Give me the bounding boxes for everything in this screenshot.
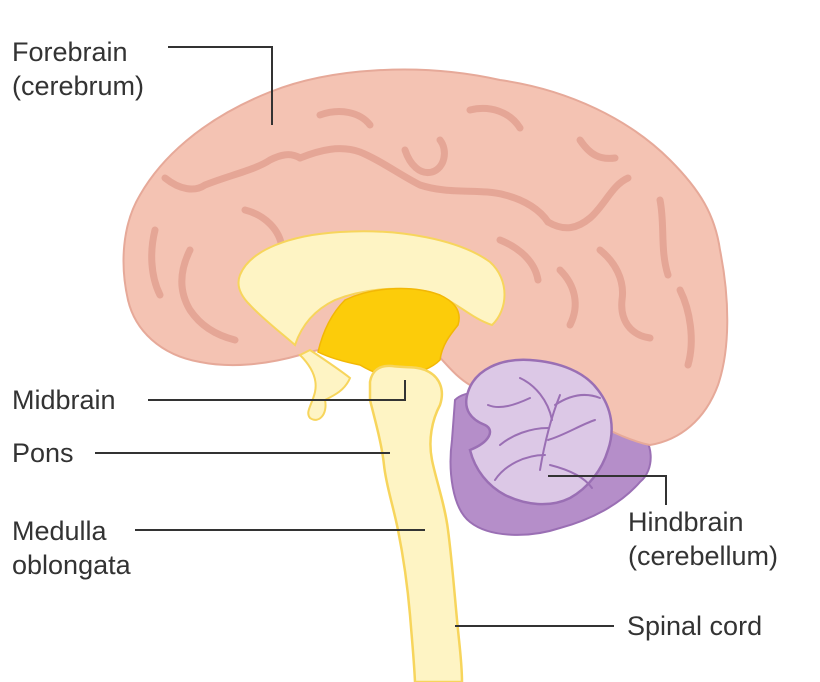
midbrain-label: Midbrain	[12, 383, 116, 417]
hindbrain-label-line1: Hindbrain	[628, 507, 744, 537]
forebrain-leader-line	[168, 46, 273, 125]
brainstem	[368, 364, 464, 682]
medulla-label-line1: Medulla	[12, 516, 107, 546]
forebrain-label-line2: (cerebrum)	[12, 71, 145, 101]
hindbrain-leader-line	[548, 475, 667, 505]
forebrain-label: Forebrain (cerebrum)	[12, 35, 144, 103]
medulla-label-line2: oblongata	[12, 550, 131, 580]
pons-label: Pons	[12, 436, 74, 470]
midbrain-label-line1: Midbrain	[12, 385, 116, 415]
spinal-cord-label-line1: Spinal cord	[627, 611, 763, 641]
pituitary-region	[298, 348, 352, 421]
forebrain-label-line1: Forebrain	[12, 37, 128, 67]
spinal-cord-label: Spinal cord	[627, 609, 762, 643]
medulla-label: Medulla oblongata	[12, 514, 131, 582]
pons-label-line1: Pons	[12, 438, 74, 468]
midbrain-leader-line	[148, 380, 406, 401]
hindbrain-label-line2: (cerebellum)	[628, 541, 779, 571]
leader-lines	[95, 46, 667, 627]
midbrain-structure	[317, 287, 460, 378]
cerebellum-folia	[487, 377, 601, 489]
hindbrain-label: Hindbrain (cerebellum)	[628, 505, 778, 573]
cerebrum-folds	[148, 104, 695, 369]
